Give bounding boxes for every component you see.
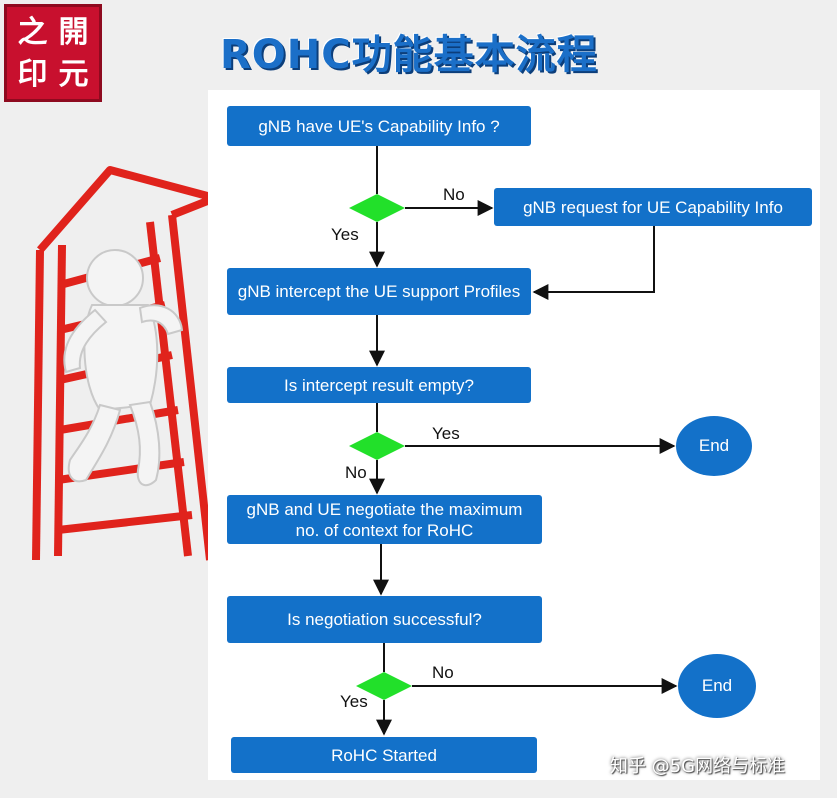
end-terminator: End <box>678 654 756 718</box>
decision-diamond <box>349 432 405 460</box>
watermark: 知乎 @5G网络与标准 <box>610 756 786 777</box>
figure-person <box>63 249 184 487</box>
decision-diamond <box>349 194 405 222</box>
seal-char: 印 <box>17 57 48 92</box>
edge-label-no: No <box>345 463 367 482</box>
node-rohc-started: RoHC Started <box>231 737 537 773</box>
node-negotiate-context: gNB and UE negotiate the maximum no. of … <box>227 495 542 544</box>
seal-char: 之 <box>17 15 48 50</box>
edge-label-no: No <box>432 663 454 682</box>
node-intercept-profiles: gNB intercept the UE support Profiles <box>227 268 531 315</box>
decision-diamond <box>356 672 412 700</box>
node-intercept-empty: Is intercept result empty? <box>227 367 531 403</box>
page-title: ROHC功能基本流程 <box>220 32 598 78</box>
edge-label-no: No <box>443 185 465 204</box>
end-terminator: End <box>676 416 752 476</box>
edge-label-yes: Yes <box>340 692 368 711</box>
seal-logo: 之 開 印 元 <box>4 4 102 102</box>
node-request-capability: gNB request for UE Capability Info <box>494 188 812 226</box>
edge-label-yes: Yes <box>432 424 460 443</box>
node-capability-check: gNB have UE's Capability Info ? <box>227 106 531 146</box>
edge-label-yes: Yes <box>331 225 359 244</box>
node-negotiation-success: Is negotiation successful? <box>227 596 542 643</box>
seal-char: 元 <box>58 57 89 92</box>
seal-char: 開 <box>58 15 89 50</box>
